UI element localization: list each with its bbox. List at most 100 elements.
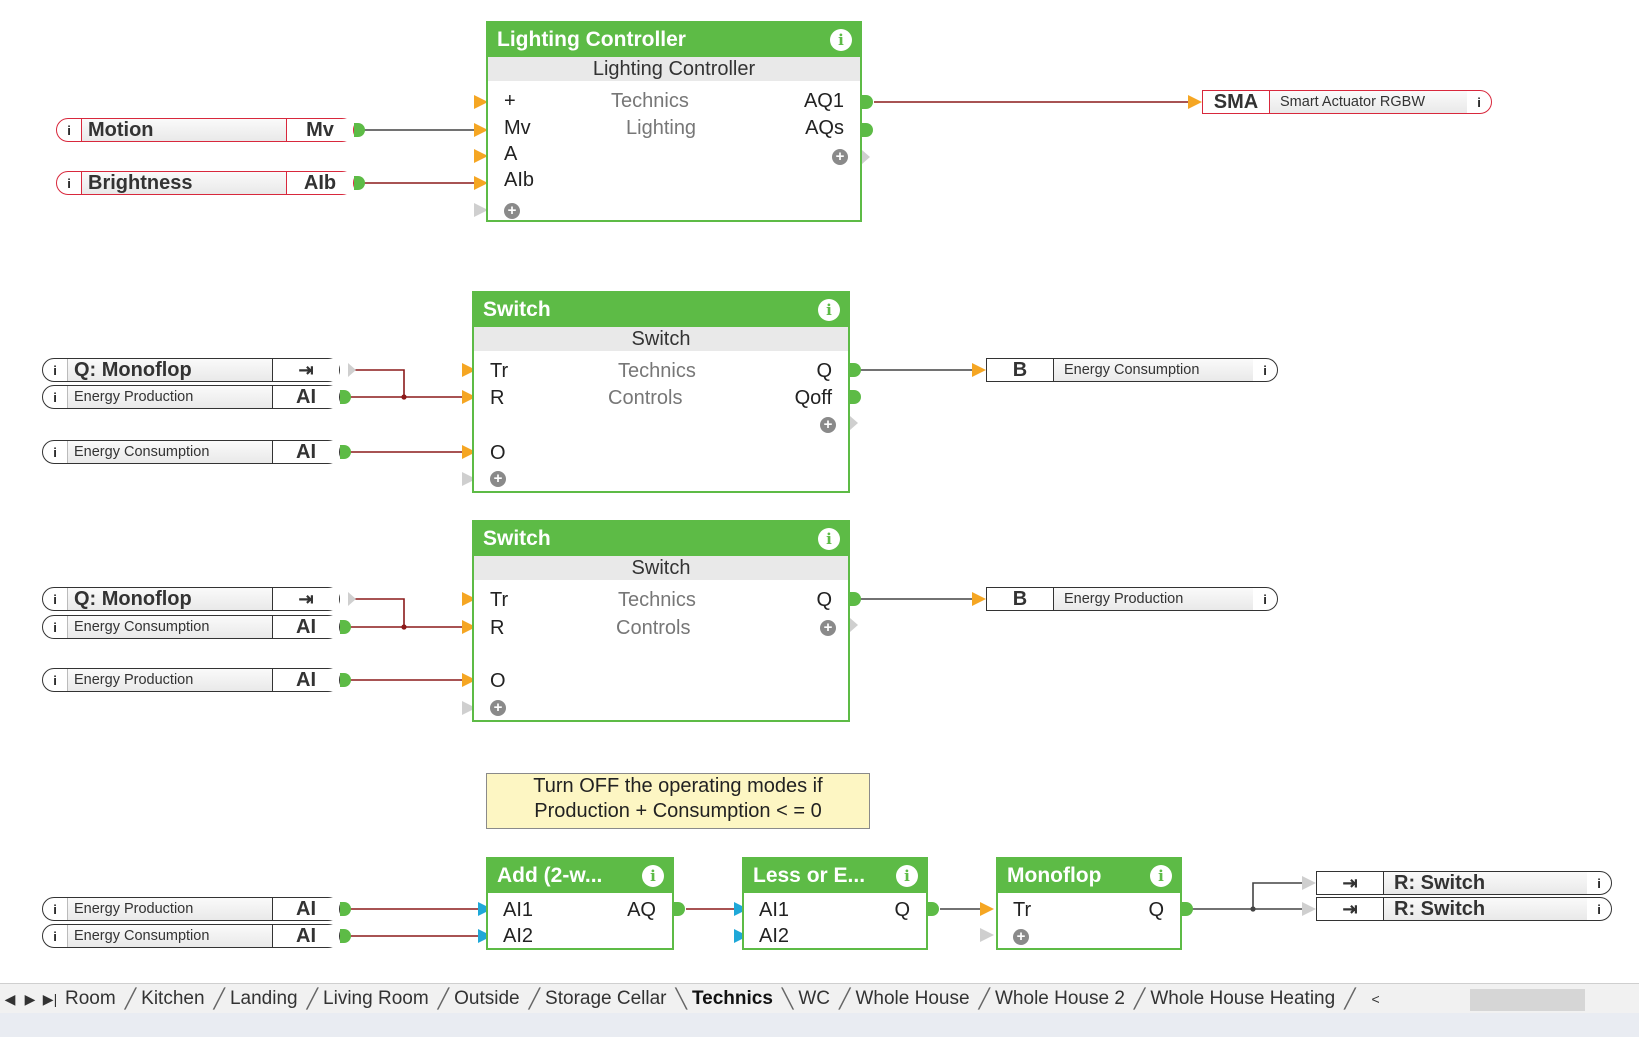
tab-room[interactable]: Room <box>65 988 116 1009</box>
block-less-or-equal[interactable]: Less or E... i AI1 AI2 Q <box>742 857 928 950</box>
info-icon[interactable]: i <box>1150 865 1172 887</box>
info-icon[interactable]: i <box>1263 362 1267 378</box>
scroll-left-button[interactable]: < <box>1371 991 1380 1007</box>
output-port-marker <box>1182 902 1193 916</box>
add-output-icon[interactable]: + <box>820 620 836 636</box>
output-r-switch[interactable]: ⇥ R: Switch i <box>1316 871 1612 895</box>
empty-port-marker <box>850 416 858 430</box>
last-sheet-button[interactable]: ▶| <box>42 990 58 1007</box>
empty-port-marker <box>850 618 858 632</box>
input-energy-production[interactable]: i Energy Production AI <box>42 897 340 921</box>
tab-whole-house-heating[interactable]: Whole House Heating <box>1150 988 1336 1009</box>
port-output: Q <box>1148 899 1164 921</box>
enter-icon: ⇥ <box>1317 872 1384 894</box>
input-energy-consumption[interactable]: i Energy Consumption AI <box>42 924 340 948</box>
comment-note[interactable]: Turn OFF the operating modes if Producti… <box>486 773 870 829</box>
info-icon[interactable]: i <box>1477 94 1481 110</box>
junction-dot <box>401 394 407 400</box>
tab-technics[interactable]: Technics <box>691 988 773 1009</box>
input-motion[interactable]: i Motion Mv <box>56 118 354 142</box>
block-category: Technics <box>618 360 696 382</box>
block-switch-1[interactable]: Switch i Switch Tr R O Technics Controls… <box>472 291 850 493</box>
empty-port-marker <box>862 150 870 164</box>
horizontal-scrollbar[interactable] <box>1470 989 1585 1011</box>
input-type: AI <box>272 898 339 920</box>
block-category: Technics <box>611 90 689 112</box>
add-output-icon[interactable]: + <box>820 417 836 433</box>
tab-kitchen[interactable]: Kitchen <box>141 988 205 1009</box>
input-type: AIb <box>286 172 353 194</box>
info-icon[interactable]: i <box>1263 591 1267 607</box>
block-lighting-controller[interactable]: Lighting Controller i Lighting Controlle… <box>486 21 862 222</box>
info-icon[interactable]: i <box>818 528 840 550</box>
output-port-marker <box>354 176 365 190</box>
input-q-monoflop[interactable]: i Q: Monoflop ⇥ <box>42 358 340 382</box>
empty-port-marker <box>348 363 356 377</box>
empty-port-marker <box>1302 902 1316 916</box>
output-port-marker <box>850 363 861 377</box>
input-q-monoflop[interactable]: i Q: Monoflop ⇥ <box>42 587 340 611</box>
next-sheet-button[interactable]: ▶ <box>24 990 36 1007</box>
port-input: AI2 <box>503 925 534 947</box>
info-icon[interactable]: i <box>53 901 57 917</box>
info-icon[interactable]: i <box>67 122 71 138</box>
input-energy-production[interactable]: i Energy Production AI <box>42 385 340 409</box>
tab-landing[interactable]: Landing <box>229 988 298 1009</box>
info-icon[interactable]: i <box>53 619 57 635</box>
input-energy-consumption[interactable]: i Energy Consumption AI <box>42 615 340 639</box>
first-sheet-button[interactable]: ◀ <box>4 990 16 1007</box>
output-port-marker <box>354 123 365 137</box>
tab-storage-cellar[interactable]: Storage Cellar <box>545 988 667 1009</box>
input-energy-consumption[interactable]: i Energy Consumption AI <box>42 440 340 464</box>
tab-whole-house[interactable]: Whole House <box>855 988 970 1009</box>
note-line: Production + Consumption < = 0 <box>534 800 822 822</box>
port-input: AI2 <box>759 925 790 947</box>
info-icon[interactable]: i <box>830 29 852 51</box>
port-input: Tr <box>1013 899 1032 921</box>
info-icon[interactable]: i <box>896 865 918 887</box>
output-energy-production[interactable]: B Energy Production i <box>986 587 1278 611</box>
block-title: Monoflop <box>1007 864 1102 887</box>
output-sma[interactable]: SMA Smart Actuator RGBW i <box>1202 90 1492 114</box>
output-port-marker <box>674 902 685 916</box>
add-input-icon[interactable]: + <box>490 471 506 487</box>
add-input-icon[interactable]: + <box>490 700 506 716</box>
block-title: Add (2-w... <box>497 864 603 887</box>
input-label: Q: Monoflop <box>67 359 272 381</box>
tab-whole-house-2[interactable]: Whole House 2 <box>995 988 1125 1009</box>
info-icon[interactable]: i <box>818 299 840 321</box>
block-header: Switch i <box>474 522 848 556</box>
info-icon[interactable]: i <box>1597 875 1601 891</box>
output-port-marker <box>862 123 873 137</box>
tab-wc[interactable]: WC <box>798 988 831 1009</box>
add-input-icon[interactable]: + <box>1013 929 1029 945</box>
info-icon[interactable]: i <box>53 928 57 944</box>
output-r-switch[interactable]: ⇥ R: Switch i <box>1316 897 1612 921</box>
input-port-marker <box>1188 95 1202 109</box>
input-energy-production[interactable]: i Energy Production AI <box>42 668 340 692</box>
output-port-marker <box>340 390 351 404</box>
block-add[interactable]: Add (2-w... i AI1 AI2 AQ <box>486 857 674 950</box>
info-icon[interactable]: i <box>53 672 57 688</box>
output-port-marker <box>340 902 351 916</box>
tab-outside[interactable]: Outside <box>454 988 520 1009</box>
add-output-icon[interactable]: + <box>832 149 848 165</box>
add-input-icon[interactable]: + <box>504 203 520 219</box>
output-port-marker <box>340 620 351 634</box>
info-icon[interactable]: i <box>67 175 71 191</box>
info-icon[interactable]: i <box>53 362 57 378</box>
output-port-marker <box>862 95 873 109</box>
block-switch-2[interactable]: Switch i Switch Tr R O Technics Controls… <box>472 520 850 722</box>
info-icon[interactable]: i <box>1597 901 1601 917</box>
info-icon[interactable]: i <box>642 865 664 887</box>
info-icon[interactable]: i <box>53 444 57 460</box>
block-title: Switch <box>483 298 551 321</box>
info-icon[interactable]: i <box>53 389 57 405</box>
output-type: SMA <box>1203 91 1270 113</box>
output-energy-consumption[interactable]: B Energy Consumption i <box>986 358 1278 382</box>
block-monoflop[interactable]: Monoflop i Tr Q + <box>996 857 1182 950</box>
input-brightness[interactable]: i Brightness AIb <box>56 171 354 195</box>
info-icon[interactable]: i <box>53 591 57 607</box>
output-label: Energy Production <box>1054 588 1253 610</box>
tab-living-room[interactable]: Living Room <box>323 988 429 1009</box>
